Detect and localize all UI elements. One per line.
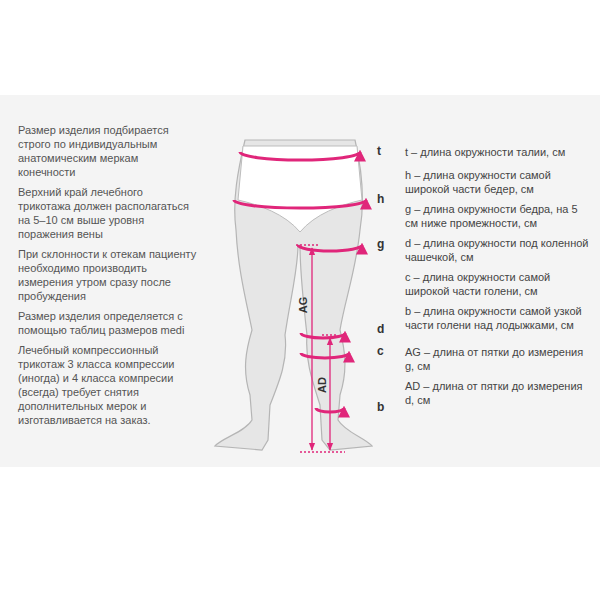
instruction-note: При склонности к отекам пациенту необход… <box>18 247 198 303</box>
panel-ground <box>0 95 600 467</box>
dim-ad-tick <box>322 334 338 335</box>
instruction-note: Верхний край лечебного трикотажа должен … <box>18 185 198 241</box>
instruction-note: Размер изделия определяется с помощью та… <box>18 309 198 337</box>
measure-letter: c <box>377 344 384 358</box>
measure-definition: c – длина окружности самой широкой части… <box>405 270 590 298</box>
dim-ag <box>311 248 312 450</box>
ring-d <box>301 333 345 338</box>
dimension-label: AD <box>316 377 328 393</box>
instruction-note: Лечебный компрессионный трикотаж 3 класс… <box>18 343 198 427</box>
measure-definition: h – длина окружности самой широкой части… <box>405 168 590 196</box>
measure-rings <box>234 152 366 412</box>
measure-definition: g – длина окружности бедра, на 5 см ниже… <box>405 202 590 230</box>
instruction-note: Размер изделия подбирается строго по инд… <box>18 123 198 179</box>
heel-line <box>300 451 345 452</box>
measure-definition: b – длина окружности самой узкой части г… <box>405 304 590 332</box>
measure-definition: AG – длина от пятки до измерения g, см <box>405 345 590 373</box>
dim-ad <box>329 338 330 450</box>
measure-letter: b <box>377 400 384 414</box>
ring-g <box>298 245 362 251</box>
measure-definition: d – длина окружности под коленной чашечк… <box>405 236 590 264</box>
ring-t <box>240 152 360 160</box>
measure-definition: t – длина окружности талии, см <box>405 145 590 159</box>
measure-letter: g <box>377 237 384 251</box>
legs-silhouette <box>215 140 372 450</box>
ring-h <box>234 200 366 208</box>
length-dimensions <box>296 245 345 452</box>
ring-c <box>301 353 349 358</box>
dimension-label: AG <box>297 297 309 314</box>
underwear <box>238 146 362 232</box>
dim-ag-tick <box>296 244 318 245</box>
measure-letter: t <box>377 144 381 158</box>
measure-letter: h <box>377 192 384 206</box>
measure-definition: AD – длина от пятки до измерения d, см <box>405 379 590 407</box>
measure-letter: d <box>377 322 384 336</box>
